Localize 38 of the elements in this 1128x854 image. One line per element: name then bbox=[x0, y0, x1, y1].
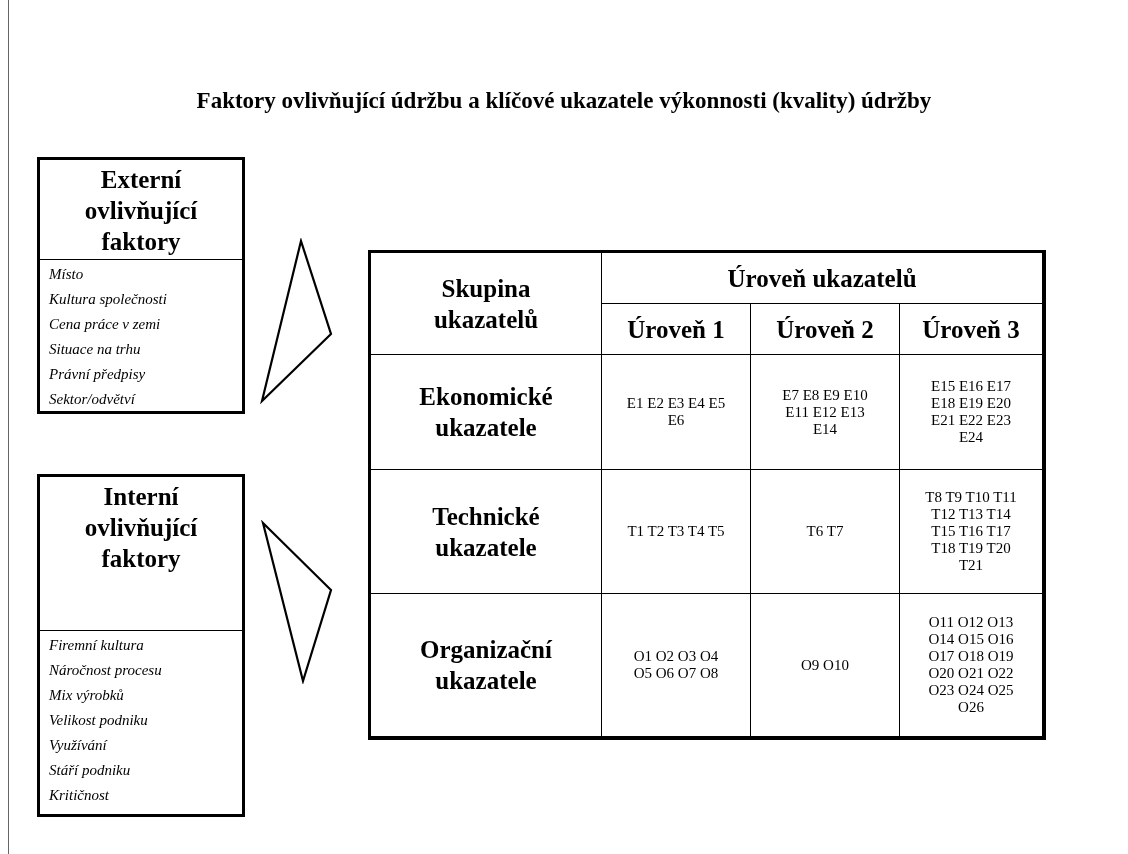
factor-item: Právní předpisy bbox=[49, 365, 147, 384]
indicator-codes: O11 O12 O13 O14 O15 O16 O17 O18 O19 O20 O21 O22 O23 O24 O25 O26 bbox=[927, 614, 1015, 716]
factor-item: Kultura společnosti bbox=[49, 290, 168, 309]
factor-box bbox=[37, 157, 245, 414]
factor-item: Situace na trhu bbox=[49, 340, 142, 359]
box-heading: Interní ovlivňující faktory bbox=[83, 482, 199, 574]
row-header: Ekonomické ukazatele bbox=[418, 382, 554, 443]
column-header: Úroveň 2 bbox=[776, 314, 874, 345]
factor-item: Firemní kultura bbox=[49, 636, 145, 655]
factor-item: Kritičnost bbox=[49, 786, 110, 805]
factor-box bbox=[37, 474, 245, 817]
column-header: Úroveň 1 bbox=[627, 314, 725, 345]
indicator-codes: E1 E2 E3 E4 E5 E6 bbox=[625, 395, 727, 429]
factor-item: Náročnost procesu bbox=[49, 661, 163, 680]
factor-item: Sektor/odvětví bbox=[49, 390, 137, 409]
factor-item: Cena práce v zemi bbox=[49, 315, 162, 334]
indicator-table bbox=[368, 250, 1046, 740]
row-header: Technické ukazatele bbox=[431, 501, 541, 563]
indicator-codes: T1 T2 T3 T4 T5 bbox=[627, 523, 725, 540]
column-header: Úroveň ukazatelů bbox=[727, 263, 917, 294]
box-heading: Externí ovlivňující faktory bbox=[83, 165, 199, 257]
factor-item: Mix výrobků bbox=[49, 686, 125, 705]
triangle-pointer bbox=[260, 238, 334, 404]
column-header: Skupina ukazatelů bbox=[432, 273, 540, 335]
column-header: Úroveň 3 bbox=[922, 314, 1020, 345]
indicator-codes: O9 O10 bbox=[801, 656, 849, 674]
indicator-codes: T8 T9 T10 T11 T12 T13 T14 T15 T16 T17 T18 T19 T20 T21 bbox=[924, 489, 1018, 574]
indicator-codes: T6 T7 bbox=[806, 523, 844, 540]
indicator-codes: E7 E8 E9 E10 E11 E12 E13 E14 bbox=[781, 386, 869, 438]
indicator-codes: O1 O2 O3 O4 O5 O6 O7 O8 bbox=[632, 648, 720, 682]
factor-item: Velikost podniku bbox=[49, 711, 149, 730]
factor-item: Stáří podniku bbox=[49, 761, 132, 780]
triangle-pointer bbox=[260, 520, 334, 684]
factor-item: Využívání bbox=[49, 736, 109, 755]
factor-item: Místo bbox=[49, 265, 85, 284]
diagram-title: Faktory ovlivňující údržbu a klíčové ukazatele výkonnosti (kvality) údržby bbox=[195, 87, 933, 115]
indicator-codes: E15 E16 E17 E18 E19 E20 E21 E22 E23 E24 bbox=[930, 378, 1012, 446]
row-header: Organizační ukazatele bbox=[419, 635, 553, 696]
